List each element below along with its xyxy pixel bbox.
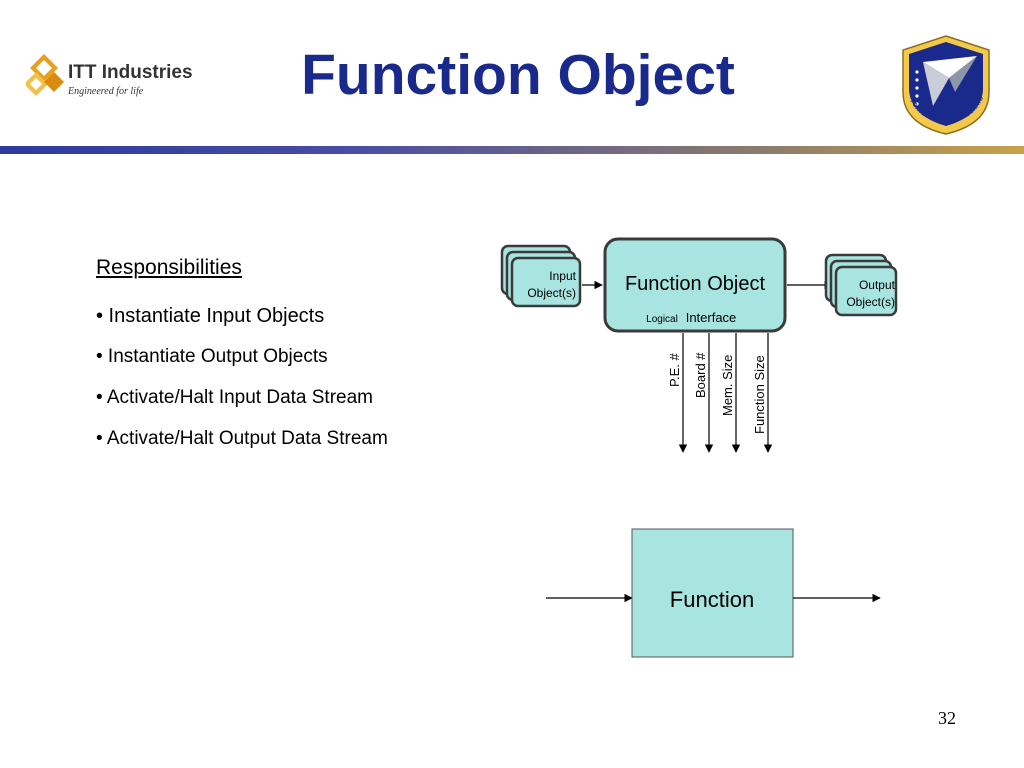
responsibility-item: • Activate/Halt Output Data Stream <box>96 428 388 449</box>
itt-industries-logo: ITT Industries Engineered for life <box>24 50 196 100</box>
input-label: Object(s) <box>527 286 576 300</box>
responsibility-item: • Instantiate Output Objects <box>96 346 328 367</box>
page-number: 32 <box>938 708 956 728</box>
page-title: Function Object <box>301 43 735 107</box>
function-label: Function <box>670 587 754 612</box>
company-name: ITT Industries <box>68 62 193 83</box>
itt-diamond-icon <box>24 54 64 96</box>
interface-prefix: Logical <box>646 314 678 325</box>
input-objects-stack: Input Object(s) <box>500 244 582 308</box>
responsibility-item: • Activate/Halt Input Data Stream <box>96 387 374 408</box>
mem-size-label: Mem. Size <box>720 355 735 416</box>
function-size-label: Function Size <box>752 355 767 434</box>
header-divider <box>0 146 1024 154</box>
function-box: Function <box>631 528 794 658</box>
company-tagline: Engineered for life <box>68 86 144 97</box>
board-number-label: Board # <box>693 352 708 398</box>
output-label: Object(s) <box>846 295 895 309</box>
input-label: Input <box>549 269 576 283</box>
pe-number-label: P.E. # <box>667 352 682 387</box>
responsibilities-heading: Responsibilities <box>96 256 242 279</box>
interface-lines: P.E. # Board # Mem. Size Function Size <box>667 333 773 453</box>
function-object-box: Function Object Logical Interface <box>603 237 787 333</box>
output-label: Output <box>859 278 896 292</box>
function-object-label: Function Object <box>625 273 766 295</box>
responsibility-item: • Instantiate Input Objects <box>96 305 325 327</box>
afrl-seal-logo: AIR FORCE RESEARCH LABORATORY <box>893 32 990 135</box>
output-objects-stack: Output Object(s) <box>824 253 898 317</box>
interface-label: Interface <box>686 310 737 325</box>
